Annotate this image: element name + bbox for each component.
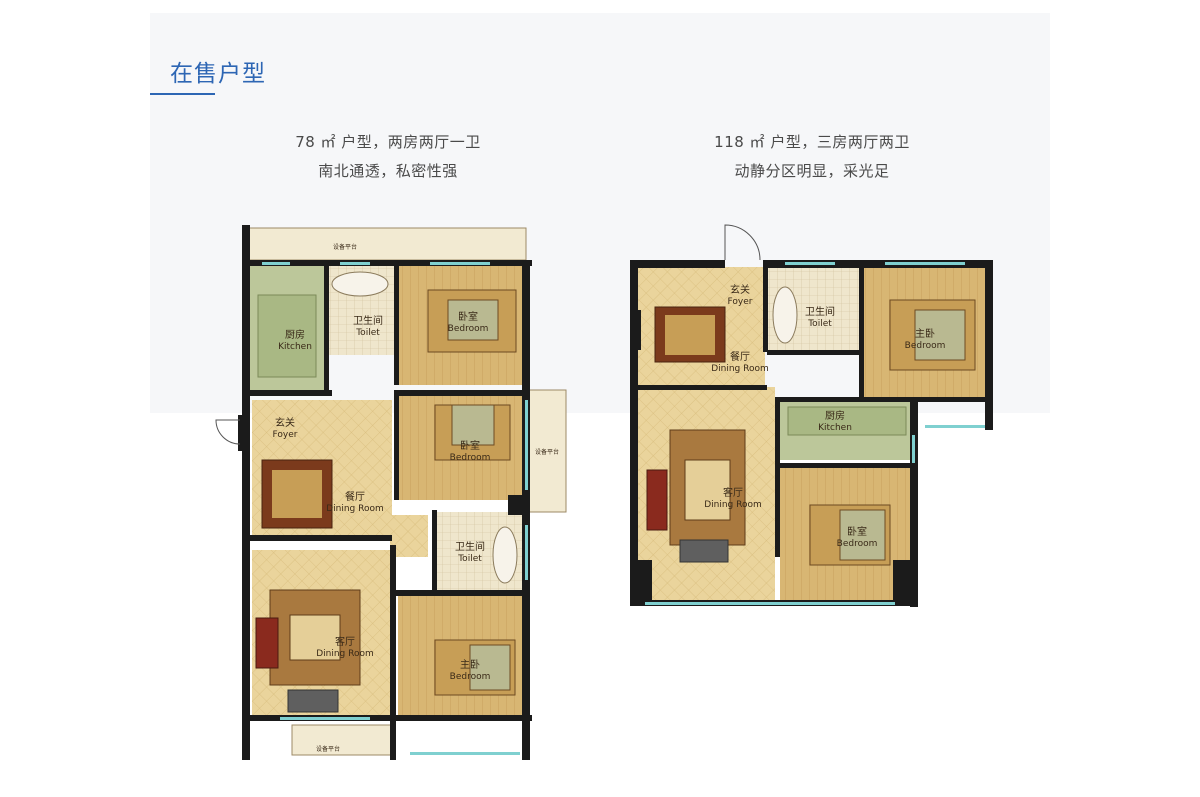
kitchen-label-cn: 厨房 [825,409,845,422]
plan-b-line2: 动静分区明显，采光足 [734,162,890,180]
kitchen-rug [257,294,317,378]
plan-b-line1: 118 ㎡ 户型，三房两厅两卫 [714,133,910,151]
plan-a-line2: 南北通透，私密性强 [318,162,458,180]
kitchen-label-en: Kitchen [818,423,852,433]
bedroom1-label-en: Bedroom [448,324,489,334]
toilet1-label-cn: 卫生间 [353,314,383,327]
equip-bottom-label: 设备平台 [316,745,340,753]
kitchen-counter [787,406,907,436]
toilet1-label-en: Toilet [355,328,380,338]
living-label-en: Dining Room [316,649,374,659]
bed-2-cover [839,509,886,561]
dining-label-en: Dining Room [711,364,769,374]
dining-label-en: Dining Room [326,504,384,514]
bedroom1-label-cn: 卧室 [458,310,478,323]
bed-2-cover [451,404,495,446]
living-label-cn: 客厅 [723,486,743,499]
bathtub [772,286,798,344]
coffee-table [684,459,731,521]
foyer-label-en: Foyer [273,430,298,440]
master-label-en: Bedroom [450,672,491,682]
bedroom-label-en: Bedroom [837,539,878,549]
living-label-en: Dining Room [704,500,762,510]
entry-door [724,224,761,261]
bathtub-1 [331,271,389,297]
equip-platform-bottom [291,724,393,756]
living-label-cn: 客厅 [335,635,355,648]
dining-table-top [272,470,322,518]
floor-plan-78: 设备平台 设备平台 设备平台 厨房 Kitchen 卫生间 Toilet 卧室 … [210,220,570,765]
kitchen-label-cn: 厨房 [285,328,305,341]
equip-platform-top [247,227,527,261]
walls [630,260,993,607]
toilet-label-en: Toilet [807,319,832,329]
entry-door [215,419,241,445]
bed-1-cover [447,299,499,341]
bathtub-2 [492,526,518,584]
bedroom2-label-en: Bedroom [450,453,491,463]
title-underline [150,93,215,95]
dining-table-top [665,315,715,355]
toilet-label-cn: 卫生间 [805,305,835,318]
master-label-cn: 主卧 [915,327,935,340]
sofa-red [255,617,279,669]
equip-platform-side [527,389,567,513]
dining-label-cn: 餐厅 [730,350,750,363]
master-label-en: Bedroom [905,341,946,351]
kitchen-label-en: Kitchen [278,342,312,352]
equip-side-label: 设备平台 [535,448,559,456]
bed-master-cover [914,309,966,361]
sofa-grey [287,689,339,713]
toilet2-label-en: Toilet [457,554,482,564]
windows [262,262,528,755]
section-title: 在售户型 [170,61,266,87]
foyer-label-cn: 玄关 [275,416,295,429]
walls [238,225,532,760]
foyer-label-cn: 玄关 [730,283,750,296]
hall-floor [390,515,428,557]
equip-top-label: 设备平台 [333,243,357,251]
bed-master-cover [469,644,511,691]
windows [645,262,985,605]
floor-plan-118: 玄关 Foyer 卫生间 Toilet 主卧 Bedroom 餐厅 Dining… [625,215,995,615]
plan-a-description: 78 ㎡ 户型，两房两厅一卫 南北通透，私密性强 [258,128,518,186]
plan-b-description: 118 ㎡ 户型，三房两厅两卫 动静分区明显，采光足 [682,128,942,186]
sofa-red [646,469,668,531]
toilet2-label-cn: 卫生间 [455,540,485,553]
dining-label-cn: 餐厅 [345,490,365,503]
foyer-label-en: Foyer [728,297,753,307]
bedroom-label-cn: 卧室 [847,525,867,538]
master-label-cn: 主卧 [460,658,480,671]
bedroom2-label-cn: 卧室 [460,439,480,452]
sofa-grey [679,539,729,563]
coffee-table [289,614,341,661]
plan-a-line1: 78 ㎡ 户型，两房两厅一卫 [295,133,481,151]
